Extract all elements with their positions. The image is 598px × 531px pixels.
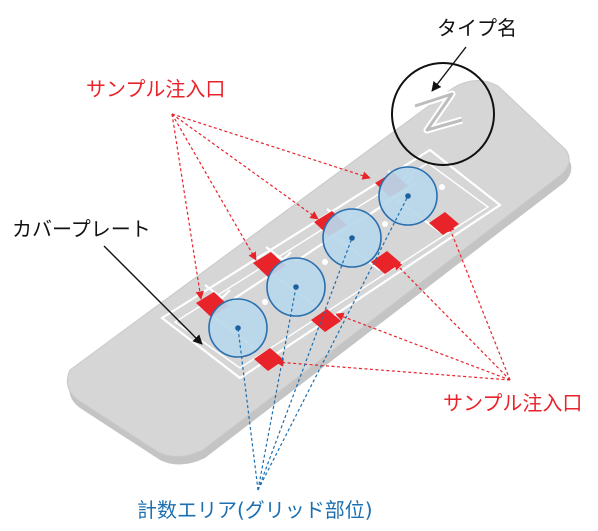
sample-inlet-pad <box>311 309 341 332</box>
sample-inlet-pad <box>371 251 401 274</box>
type-name-leader <box>431 46 467 92</box>
counting-area-leaders <box>237 195 409 491</box>
sample-inlet-right-label: サンプル注入口 <box>443 391 583 415</box>
sample-inlet-top-label: サンプル注入口 <box>86 77 226 101</box>
type-name-label: タイプ名 <box>437 16 517 40</box>
counting-areas <box>208 166 438 358</box>
counting-area-label: 計数エリア(グリッド部位) <box>137 498 373 522</box>
type-name-logo <box>413 90 463 134</box>
type-name-zoom-circle <box>391 62 495 166</box>
sample-inlet-pad <box>254 348 284 371</box>
sample-inlet-top-leaders <box>171 113 371 300</box>
cover-plate-label: カバープレート <box>12 217 151 241</box>
sample-inlet-pad <box>429 212 459 235</box>
sample-inlet-right-leaders <box>275 223 511 381</box>
cover-plate-leader <box>103 245 203 345</box>
channel-dots <box>262 184 445 305</box>
